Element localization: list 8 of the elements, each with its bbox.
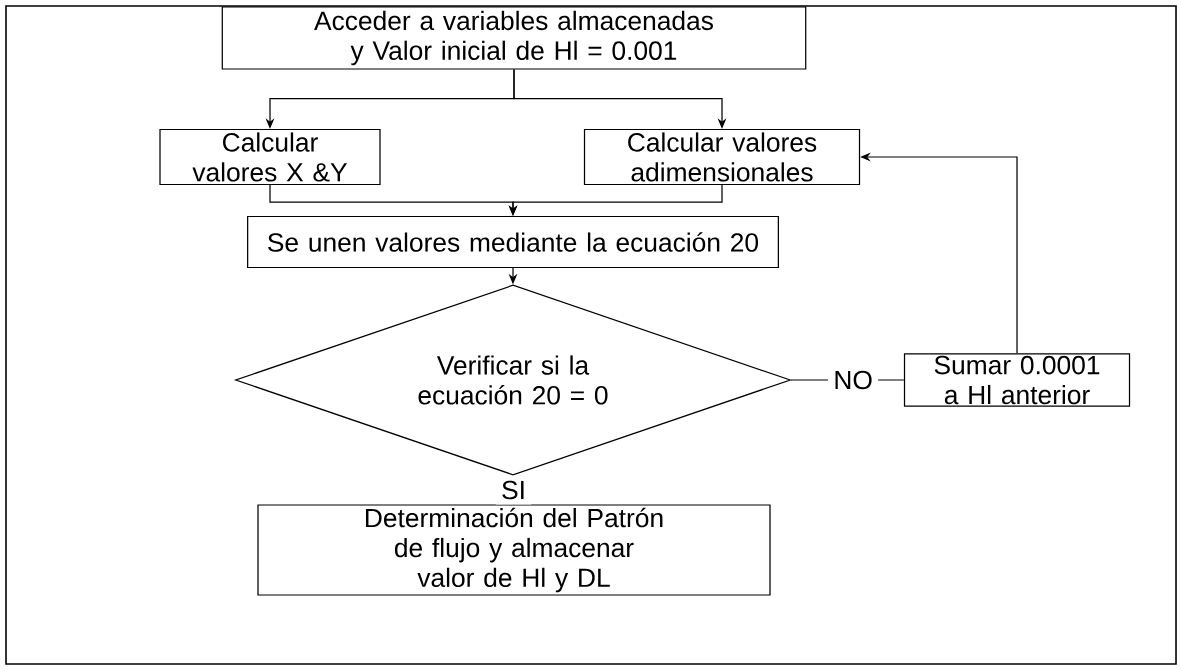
process-box: Calcular valores adimensionales	[583, 128, 861, 186]
process-box: Acceder a variables almacenadas y Valor inicial de Hl = 0.001	[221, 6, 807, 70]
process-box: Se unen valores mediante la ecuación 20	[247, 215, 779, 269]
process-box: Determinación del Patrón de flujo y almacenar valor de Hl y DL	[257, 504, 771, 596]
edge-label: NO	[828, 365, 879, 395]
process-box: Sumar 0.0001 a Hl anterior	[903, 353, 1131, 407]
edge-label: SI	[495, 475, 532, 505]
process-box: Calcular valores X &Y	[159, 128, 381, 186]
